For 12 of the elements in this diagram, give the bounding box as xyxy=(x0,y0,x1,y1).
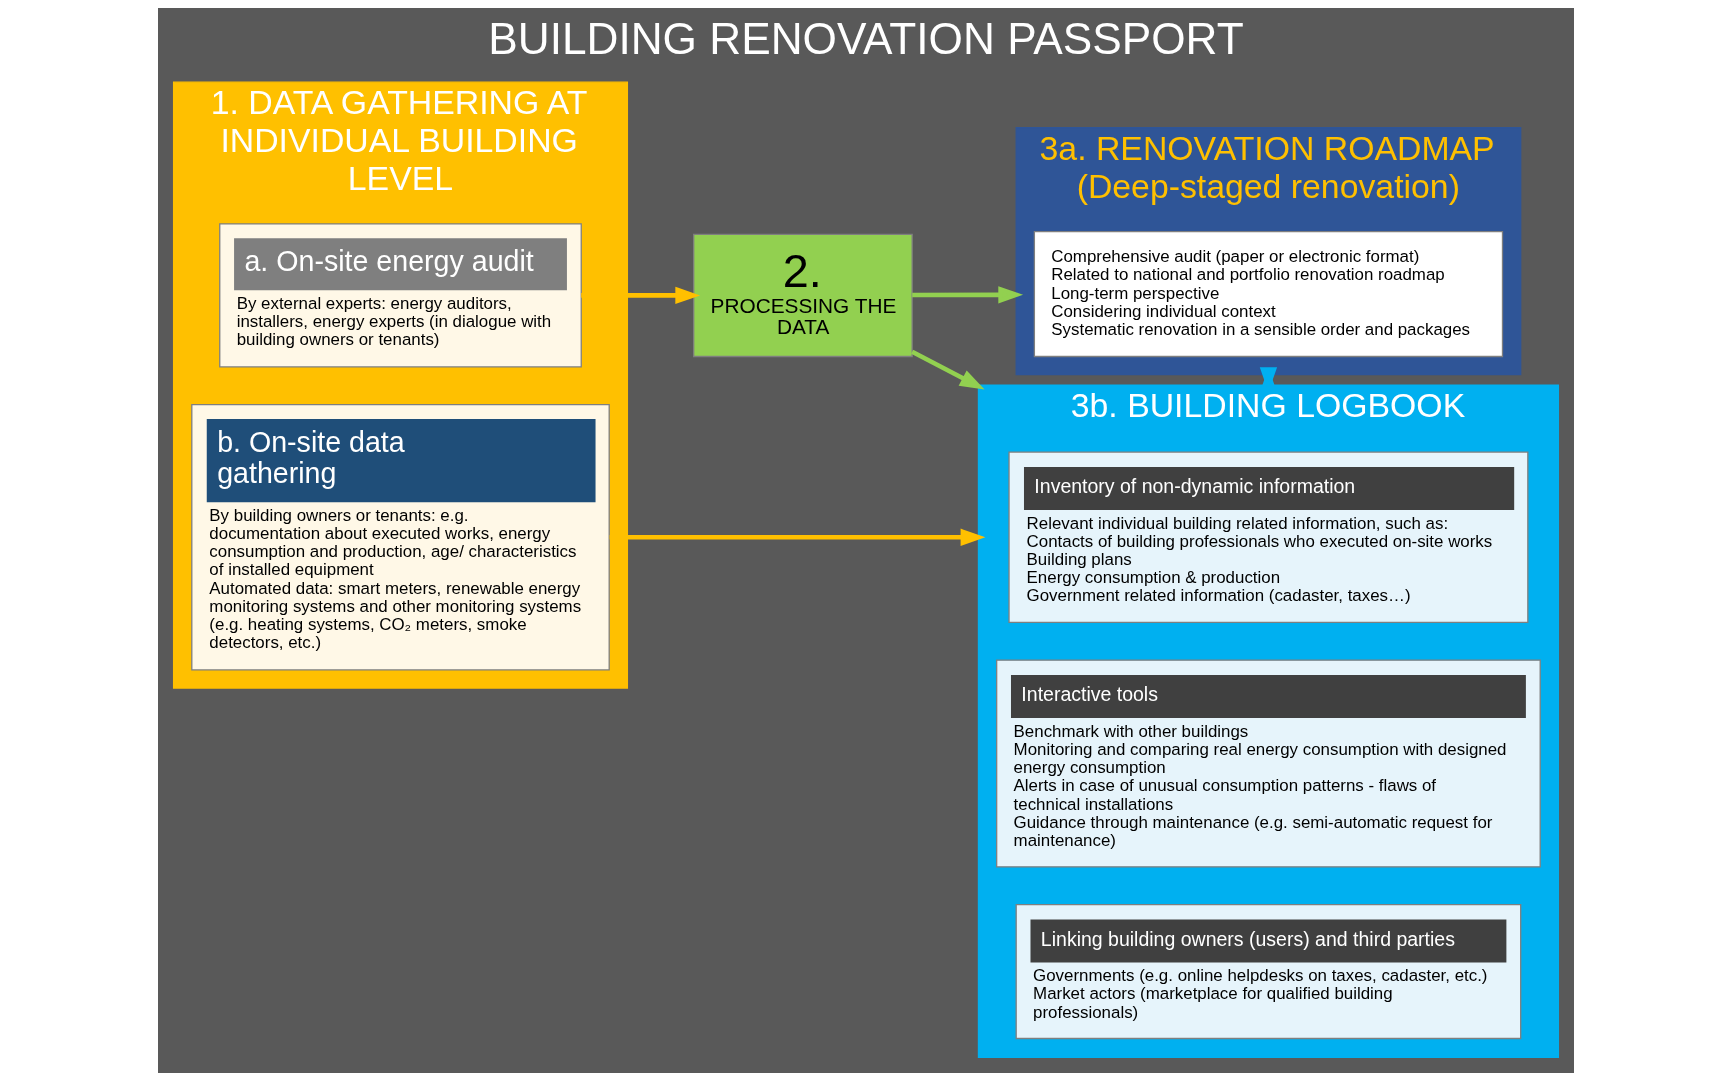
node-box: 2. PROCESSING THE DATA xyxy=(693,233,913,358)
node-box: b. On-site data gathering By building owners or tenants: e.g. documentation about executed works, energy consumption and production, age/ characteristics of installed equipment Automated data: smart meters, renewable energy monitoring systems and other monitoring systems (e.g. heating systems, CO₂ meters, smoke detectors, etc.) xyxy=(191,403,610,671)
arrow xyxy=(581,286,701,305)
node-box: Interactive tools Benchmark with other buildings Monitoring and comparing real energy consumption with designed energy consumption Alerts in case of unusual consumption patterns - flaws of technical installations Guidance through maintenance (e.g. semi-automatic request for maintenance) xyxy=(996,659,1541,868)
diagram-title: BUILDING RENOVATION PASSPORT xyxy=(488,13,1244,63)
arrow xyxy=(609,528,986,546)
node-box: Linking building owners (users) and third parties Governments (e.g. online helpdesks on taxes, cadaster, etc.) Market actors (marketplace for qualified building professionals) xyxy=(1015,903,1522,1040)
node-box: a. On-site energy audit By external experts: energy auditors, installers, energy experts (in dialogue with building owners or tenants) xyxy=(219,223,582,368)
node-box: Inventory of non-dynamic information Relevant individual building related information, such as: Contacts of building professionals who executed on-site works Building plans Energy consumption & production Government related information (cadaster, taxes…) xyxy=(1008,451,1529,624)
arrow xyxy=(912,286,1024,304)
node-box: Comprehensive audit (paper or electronic format) Related to national and portfolio renovation roadmap Long-term perspective Considering individual context Systematic renovation in a sensible order and packages xyxy=(1033,231,1504,358)
arrow xyxy=(911,349,985,390)
